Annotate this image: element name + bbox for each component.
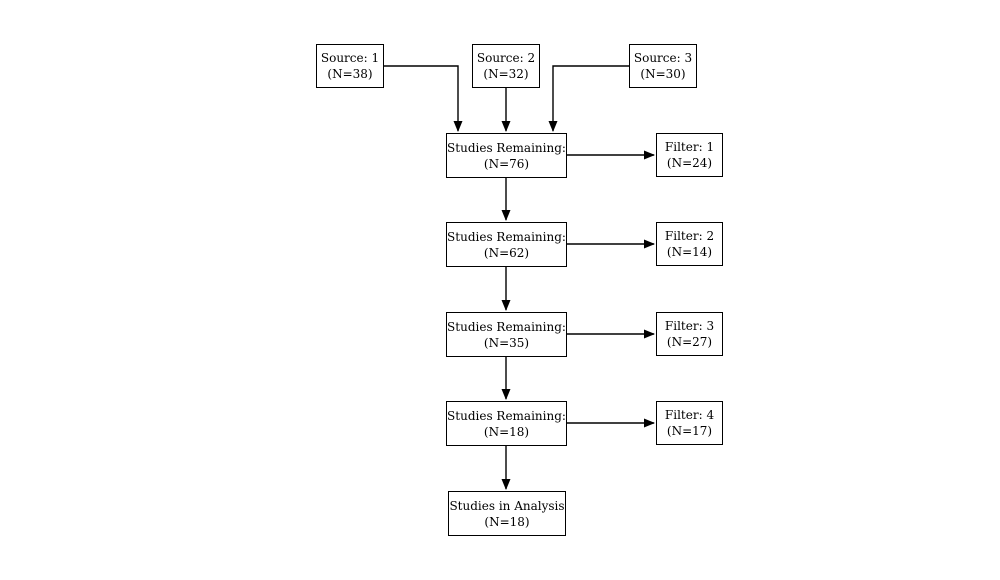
arrow-source3-to-stage1	[548, 65, 629, 132]
stage-3-title: Studies Remaining:	[447, 319, 566, 334]
filter-1-title: Filter: 1	[664, 140, 715, 154]
filter-box-2: Filter: 2 (N=14)	[656, 222, 723, 266]
filter-box-4: Filter: 4 (N=17)	[656, 401, 723, 445]
source-2-count: (N=32)	[483, 67, 529, 81]
filter-4-count: (N=17)	[666, 424, 713, 438]
stage-2-title: Studies Remaining:	[447, 229, 566, 244]
stage-box-3: Studies Remaining: (N=35)	[446, 312, 567, 357]
filter-4-title: Filter: 4	[664, 408, 715, 422]
source-box-1: Source: 1 (N=38)	[316, 44, 384, 88]
stage-3-count: (N=35)	[483, 335, 530, 350]
stage-1-title: Studies Remaining:	[447, 140, 566, 155]
source-box-3: Source: 3 (N=30)	[629, 44, 697, 88]
arrow-source1-to-stage1	[384, 65, 463, 132]
stage-box-4: Studies Remaining: (N=18)	[446, 401, 567, 446]
final-count: (N=18)	[484, 514, 530, 529]
stage-1-count: (N=76)	[483, 156, 530, 171]
stage-4-title: Studies Remaining:	[447, 408, 566, 423]
stage-4-count: (N=18)	[483, 424, 530, 439]
filter-box-1: Filter: 1 (N=24)	[656, 133, 723, 177]
filter-3-title: Filter: 3	[664, 319, 715, 333]
stage-2-count: (N=62)	[483, 245, 530, 260]
source-2-title: Source: 2	[476, 51, 536, 65]
final-box: Studies in Analysis (N=18)	[448, 491, 566, 536]
source-1-title: Source: 1	[320, 51, 380, 65]
filter-2-title: Filter: 2	[664, 229, 715, 243]
final-title: Studies in Analysis	[449, 498, 565, 513]
filter-box-3: Filter: 3 (N=27)	[656, 312, 723, 356]
source-3-title: Source: 3	[633, 51, 693, 65]
stage-box-2: Studies Remaining: (N=62)	[446, 222, 567, 267]
stage-box-1: Studies Remaining: (N=76)	[446, 133, 567, 178]
filter-2-count: (N=14)	[666, 245, 713, 259]
filter-1-count: (N=24)	[666, 156, 713, 170]
source-1-count: (N=38)	[327, 67, 373, 81]
filter-3-count: (N=27)	[666, 335, 713, 349]
source-box-2: Source: 2 (N=32)	[472, 44, 540, 88]
source-3-count: (N=30)	[640, 67, 686, 81]
